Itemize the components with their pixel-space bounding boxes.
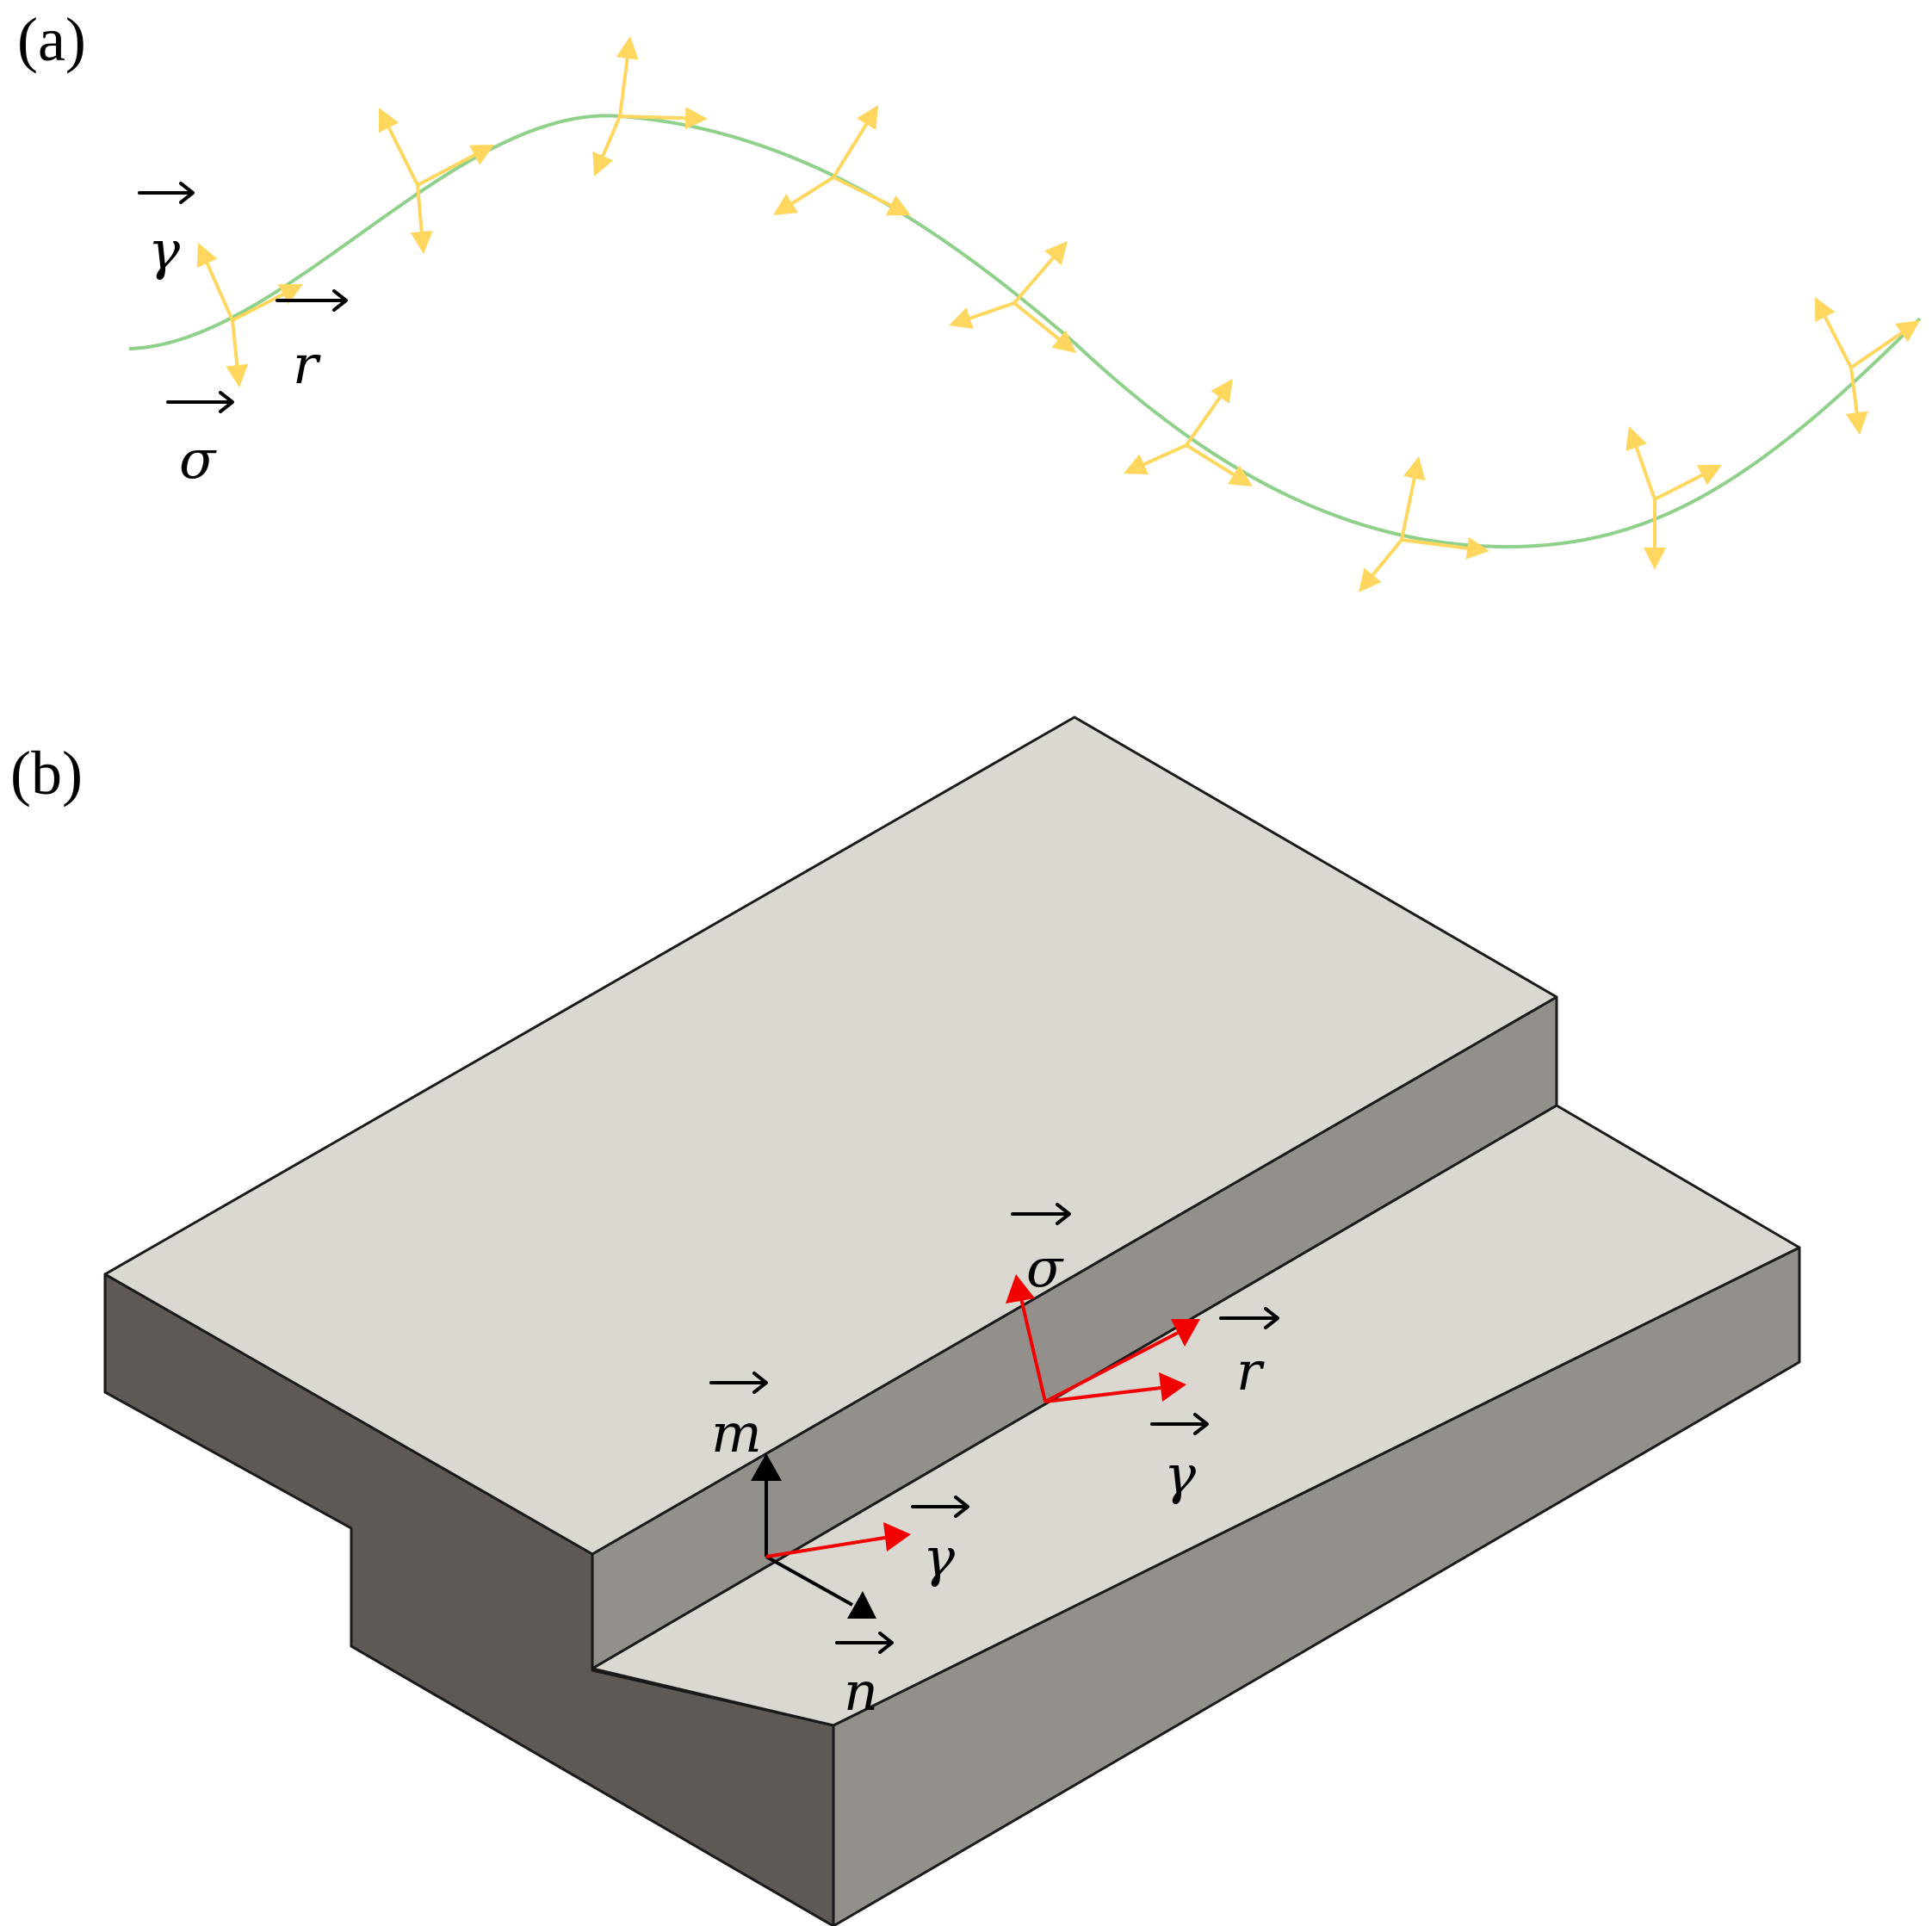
svg-text:n: n [844, 1660, 878, 1723]
vec-label-r: r [1219, 1307, 1279, 1403]
frame-arrow-shaft [833, 176, 892, 207]
frame-arrow-head [773, 194, 798, 215]
weld-frame [1006, 1274, 1200, 1403]
vec-label-n: n [835, 1632, 894, 1723]
frame-arrow-shaft [601, 115, 622, 157]
gamma-arrow-head [1159, 1372, 1186, 1402]
frame-arrow-shaft [1142, 443, 1187, 467]
frame-arrow-shaft [387, 127, 419, 186]
frame-arrow-shaft [231, 319, 239, 366]
frame-arrow-head [1465, 536, 1489, 560]
frame-arrow-head [1696, 465, 1722, 486]
frame-arrow-head [468, 145, 494, 165]
frame-arrow-shaft [416, 184, 424, 232]
frame-arrow-shaft [619, 115, 686, 121]
sigma-arrow-head [1006, 1274, 1035, 1304]
frame-arrow-head [949, 307, 974, 329]
frame-arrow-head [196, 243, 218, 269]
frame-arrow-head [1359, 567, 1382, 592]
frame-arrow-shaft [1371, 538, 1403, 577]
stepped-block [103, 715, 1801, 1926]
frame-arrow-shaft [790, 176, 835, 205]
frame-arrow-shaft [1185, 396, 1222, 447]
frame-arrow-head [1644, 548, 1666, 570]
frame-arrows [196, 36, 1920, 592]
panel-b-label: (b) [10, 739, 83, 808]
upper-top-face [103, 715, 1558, 1556]
frame-arrow-shaft [1401, 538, 1468, 550]
frame-arrow-head [616, 36, 639, 60]
panel-a-label: (a) [17, 5, 86, 74]
frame-arrow-head [379, 108, 399, 133]
frame-arrow-head [885, 195, 911, 216]
frame-arrow-head [226, 363, 249, 387]
surface-frame [751, 1453, 911, 1619]
legend-gamma-symbol: γ [148, 219, 181, 282]
frame-arrow-head [1228, 465, 1253, 486]
frame-arrow-shaft [1634, 446, 1656, 500]
frame-arrow-shaft [832, 123, 869, 179]
frame-arrow-head [1403, 456, 1426, 481]
vec-label-m: m [709, 1372, 768, 1465]
frame-arrow-head [1044, 241, 1068, 266]
frame-arrow-head [277, 284, 303, 305]
frame-arrow-shaft [1400, 478, 1416, 541]
frame-arrow-shaft [232, 293, 284, 322]
frame-arrow-head [1895, 320, 1920, 343]
vec-label-sigma: σ [1011, 1203, 1071, 1299]
tool-path-curve [128, 114, 1922, 549]
svg-text:σ: σ [1026, 1236, 1064, 1299]
frame-arrow-shaft [417, 153, 475, 187]
svg-text:r: r [1236, 1340, 1265, 1403]
legend-sigma: σ [166, 391, 234, 491]
n-arrow-head [847, 1591, 876, 1619]
svg-text:m: m [711, 1402, 762, 1465]
frame-arrow-head [1625, 426, 1647, 451]
frame-arrow-head [1845, 411, 1868, 435]
frame-arrow-shaft [618, 58, 629, 117]
legend-r: r [276, 289, 348, 396]
frame-arrow-shaft [969, 301, 1015, 320]
legend-gamma: γ [138, 182, 195, 282]
frame-arrow-head [684, 107, 708, 130]
legend-r-symbol: r [293, 333, 321, 396]
frame-arrow-head [1051, 330, 1076, 353]
frame-arrow-head [410, 230, 433, 254]
frame-arrow-shaft [1185, 443, 1235, 476]
svg-text:γ: γ [923, 1526, 956, 1588]
frame-arrow-shaft [1012, 301, 1061, 341]
vec-label-gamma-upper: γ [1150, 1413, 1209, 1506]
r-arrow-head [1171, 1319, 1200, 1347]
frame-arrow-shaft [205, 262, 234, 321]
frame-arrow-head [1124, 454, 1149, 475]
frame-arrow-head [1211, 379, 1233, 404]
frame-arrow-shaft [1654, 474, 1703, 501]
frame-arrow-head [1815, 297, 1836, 323]
gamma-lower-arrow-head [883, 1522, 911, 1551]
frame-arrow-head [857, 105, 878, 130]
frame-arrow-shaft [1849, 367, 1859, 413]
frame-arrow-head [592, 151, 614, 176]
frame-arrow-shaft [1012, 257, 1055, 305]
m-arrow-head [751, 1453, 782, 1481]
frame-arrow-shaft [1824, 316, 1853, 368]
vec-label-gamma-lower: γ [911, 1496, 969, 1588]
svg-text:γ: γ [1164, 1443, 1197, 1506]
legend-sigma-symbol: σ [179, 428, 217, 491]
frame-arrow-shaft [1849, 331, 1903, 369]
